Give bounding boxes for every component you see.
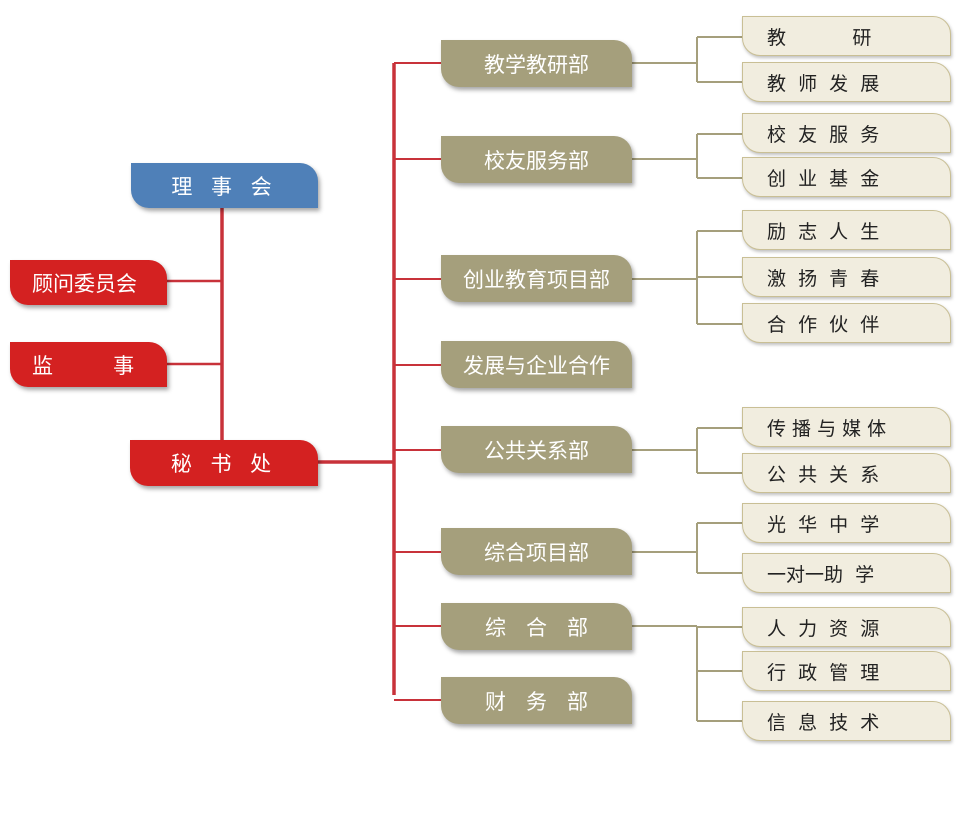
dept-general-affairs: 综 合 部: [441, 603, 632, 650]
unit-teaching-research: 教 研: [742, 16, 951, 56]
unit-startup-fund: 创 业 基 金: [742, 157, 951, 197]
secretariat-node: 秘 书 处: [130, 440, 318, 486]
unit-youth-inspiration: 激 扬 青 春: [742, 257, 951, 297]
dept-finance: 财 务 部: [441, 677, 632, 724]
unit-alumni-service: 校 友 服 务: [742, 113, 951, 153]
unit-partners: 合 作 伙 伴: [742, 303, 951, 343]
unit-one-to-one-aid: 一对一助 学: [742, 553, 951, 593]
unit-guanghua-middle-school: 光 华 中 学: [742, 503, 951, 543]
dept-public-relations: 公共关系部: [441, 426, 632, 473]
unit-public-relations: 公 共 关 系: [742, 453, 951, 493]
unit-administration: 行 政 管 理: [742, 651, 951, 691]
unit-teacher-development: 教 师 发 展: [742, 62, 951, 102]
dept-comprehensive-projects: 综合项目部: [441, 528, 632, 575]
dept-alumni-services: 校友服务部: [441, 136, 632, 183]
supervisor-node: 监 事: [10, 342, 167, 387]
unit-information-technology: 信 息 技 术: [742, 701, 951, 741]
unit-media: 传 播 与 媒 体: [742, 407, 951, 447]
unit-human-resources: 人 力 资 源: [742, 607, 951, 647]
dept-development-enterprise: 发展与企业合作: [441, 341, 632, 388]
dept-teaching-research: 教学教研部: [441, 40, 632, 87]
advisory-committee-node: 顾问委员会: [10, 260, 167, 305]
board-node: 理 事 会: [131, 163, 318, 208]
unit-inspiring-life: 励 志 人 生: [742, 210, 951, 250]
dept-entrepreneurship-education: 创业教育项目部: [441, 255, 632, 302]
